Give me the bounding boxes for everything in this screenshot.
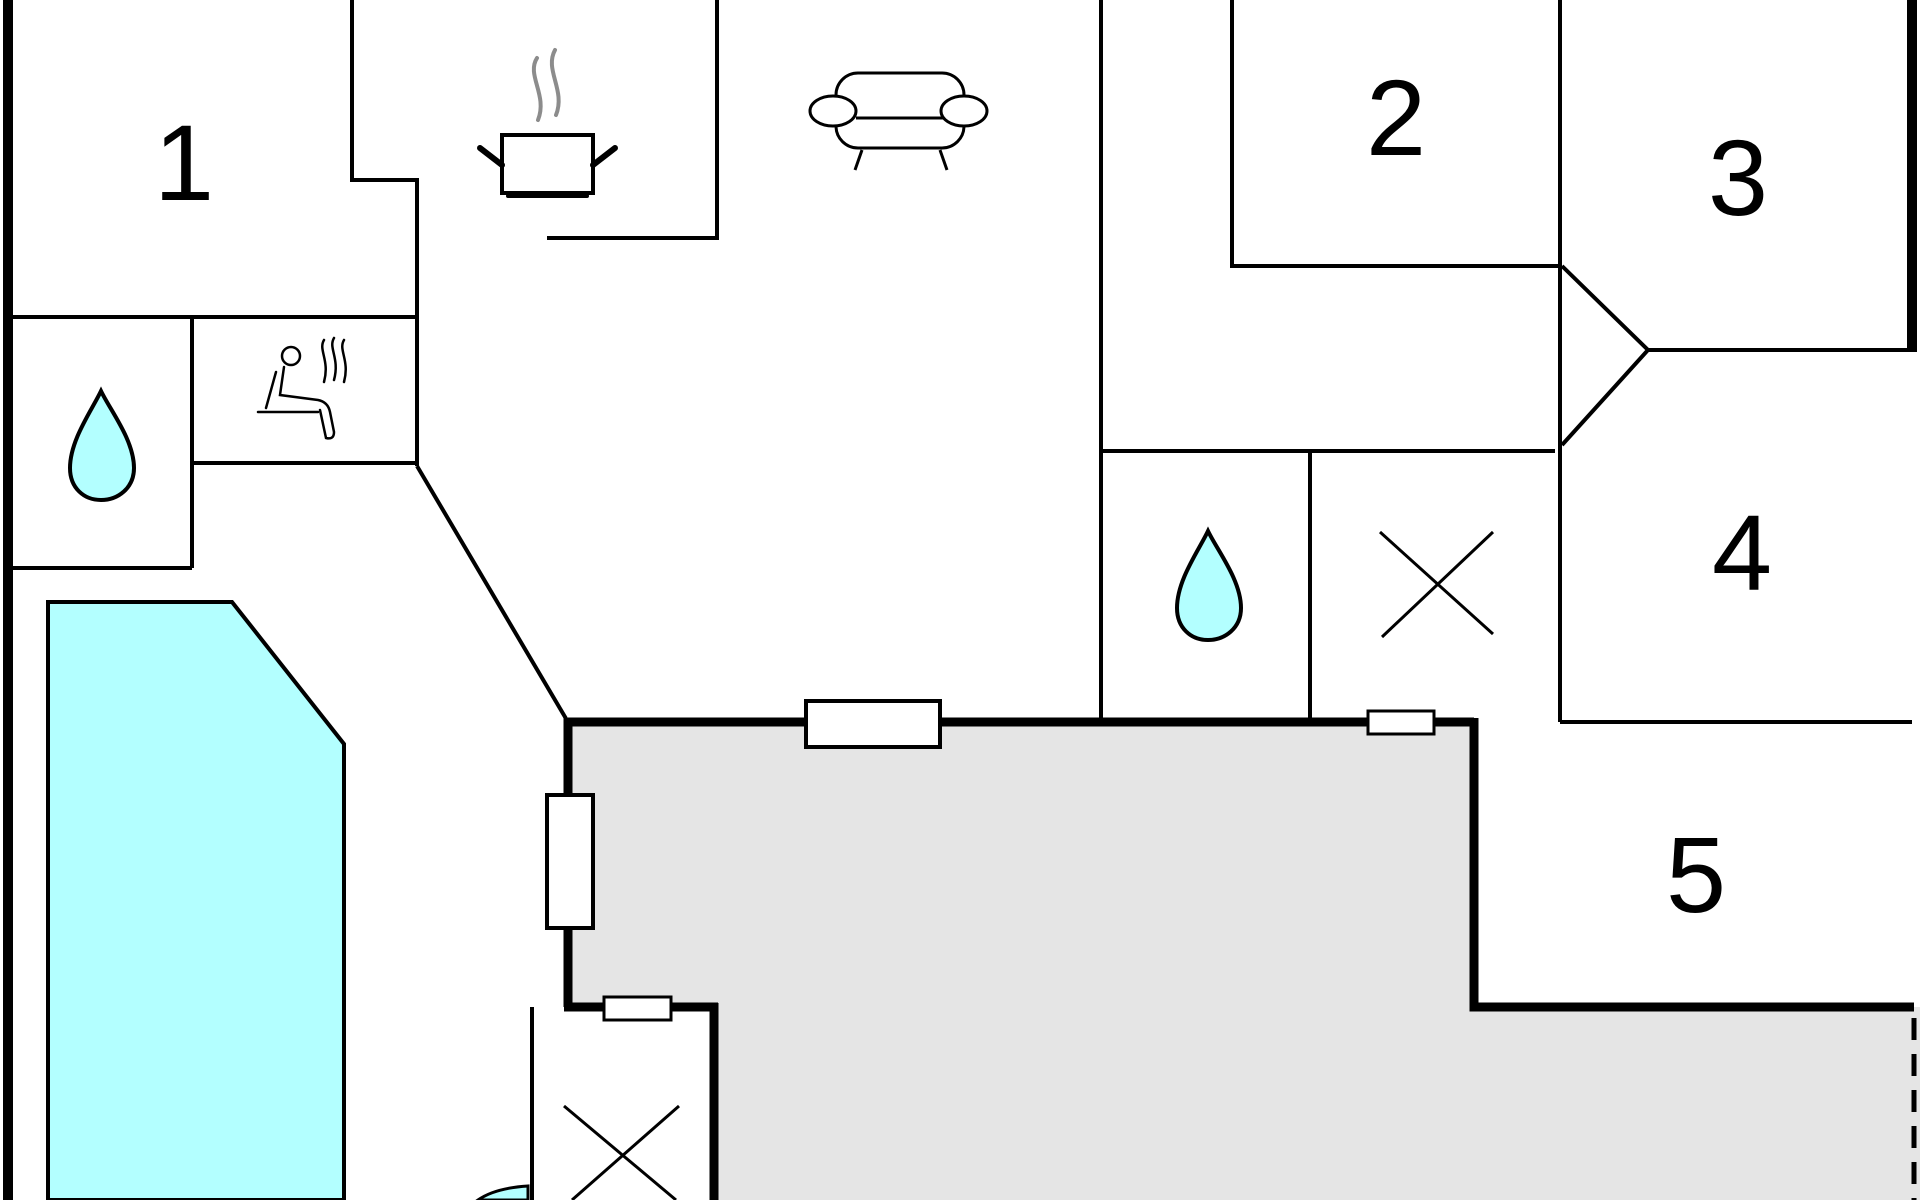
- room-number-3: 3: [1708, 117, 1768, 238]
- inner-walls: [8, 0, 1912, 724]
- door-swing: [475, 1184, 530, 1200]
- pot-icon: [477, 48, 618, 198]
- pool: [46, 600, 346, 1200]
- cross-icon: [563, 1104, 680, 1200]
- water-drop-icon: [67, 386, 137, 503]
- window: [804, 699, 942, 749]
- window: [1366, 709, 1436, 736]
- sofa-icon: [808, 71, 989, 171]
- terrace-area: [568, 722, 1920, 1200]
- cross-icon: [1378, 530, 1495, 639]
- window: [545, 793, 595, 930]
- room-number-5: 5: [1666, 814, 1726, 935]
- room-number-4: 4: [1712, 492, 1772, 613]
- window: [602, 995, 673, 1022]
- room-number-2: 2: [1366, 57, 1426, 178]
- water-drop-icon: [1174, 526, 1244, 643]
- room-number-1: 1: [154, 102, 214, 223]
- sauna-icon: [256, 336, 347, 440]
